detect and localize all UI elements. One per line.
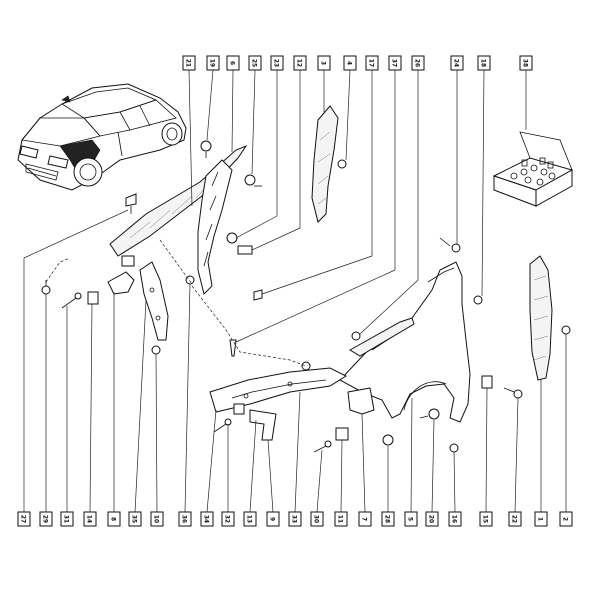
callout-33: 33 — [288, 511, 302, 527]
svg-text:24: 24 — [453, 59, 461, 67]
front-lower-bracket — [139, 261, 169, 341]
svg-text:1: 1 — [537, 517, 545, 521]
svg-text:13: 13 — [246, 515, 254, 523]
svg-text:4: 4 — [346, 61, 354, 65]
callout-5: 5 — [404, 511, 418, 527]
lower-support-rail — [209, 367, 348, 413]
callout-23: 23 — [270, 55, 284, 71]
callout-27: 27 — [17, 511, 31, 527]
svg-text:28: 28 — [384, 515, 392, 523]
callout-37: 37 — [388, 55, 402, 71]
callout-34: 34 — [200, 511, 214, 527]
wheel-arch-liner — [197, 159, 233, 295]
callout-4: 4 — [343, 55, 357, 71]
svg-text:25: 25 — [251, 59, 259, 67]
svg-text:11: 11 — [337, 515, 345, 523]
svg-text:36: 36 — [181, 515, 189, 523]
svg-text:29: 29 — [42, 515, 50, 523]
svg-text:35: 35 — [131, 515, 139, 523]
callout-13: 13 — [243, 511, 257, 527]
clip-14 — [121, 255, 135, 267]
callout-32: 32 — [221, 511, 235, 527]
svg-text:7: 7 — [361, 517, 369, 521]
hinge-bracket — [347, 387, 375, 415]
callout-38: 38 — [519, 55, 533, 71]
callout-31: 31 — [60, 511, 74, 527]
callout-26: 26 — [411, 55, 425, 71]
svg-text:2: 2 — [562, 517, 570, 521]
bottom-callout-labels: 27 29 31 14 8 35 10 36 — [17, 511, 573, 527]
callout-21: 21 — [182, 55, 196, 71]
callout-24: 24 — [450, 55, 464, 71]
upper-mount-bracket — [107, 271, 135, 295]
callout-28: 28 — [381, 511, 395, 527]
svg-text:38: 38 — [522, 59, 530, 67]
callout-30: 30 — [310, 511, 324, 527]
fasteners — [41, 140, 571, 453]
svg-text:26: 26 — [414, 59, 422, 67]
callout-16: 16 — [448, 511, 462, 527]
svg-text:31: 31 — [63, 515, 71, 523]
top-callout-labels: 21 19 6 25 23 12 3 4 — [182, 55, 533, 71]
svg-text:21: 21 — [185, 59, 193, 67]
callout-14: 14 — [83, 511, 97, 527]
svg-text:8: 8 — [110, 517, 118, 521]
svg-text:23: 23 — [273, 59, 281, 67]
callout-10: 10 — [150, 511, 164, 527]
callout-7: 7 — [358, 511, 372, 527]
callout-11: 11 — [334, 511, 348, 527]
svg-text:22: 22 — [511, 515, 519, 523]
car-overview-illustration — [17, 83, 187, 191]
callout-35: 35 — [128, 511, 142, 527]
svg-text:18: 18 — [480, 59, 488, 67]
svg-text:14: 14 — [86, 515, 94, 523]
angle-bracket — [249, 409, 277, 441]
svg-text:30: 30 — [313, 515, 321, 523]
pad-11 — [335, 427, 349, 441]
fender-seal-strip — [311, 105, 339, 223]
svg-text:3: 3 — [320, 61, 328, 65]
callout-2: 2 — [559, 511, 573, 527]
svg-text:15: 15 — [482, 515, 490, 523]
callout-15: 15 — [479, 511, 493, 527]
svg-text:20: 20 — [428, 515, 436, 523]
svg-text:5: 5 — [407, 517, 415, 521]
svg-text:19: 19 — [209, 59, 217, 67]
callout-1: 1 — [534, 511, 548, 527]
svg-text:6: 6 — [229, 61, 237, 65]
callout-6: 6 — [226, 55, 240, 71]
callout-22: 22 — [508, 511, 522, 527]
svg-text:12: 12 — [296, 59, 304, 67]
svg-text:17: 17 — [368, 59, 376, 67]
callout-8: 8 — [107, 511, 121, 527]
callout-20: 20 — [425, 511, 439, 527]
callout-3: 3 — [317, 55, 331, 71]
fastener-kit-box — [492, 131, 574, 207]
callout-36: 36 — [178, 511, 192, 527]
leader-lines — [23, 69, 567, 513]
callout-9: 9 — [266, 511, 280, 527]
callout-19: 19 — [206, 55, 220, 71]
svg-text:9: 9 — [269, 517, 277, 521]
callout-17: 17 — [365, 55, 379, 71]
svg-text:33: 33 — [291, 515, 299, 523]
svg-text:37: 37 — [391, 59, 399, 67]
svg-text:34: 34 — [203, 515, 211, 523]
callout-12: 12 — [293, 55, 307, 71]
svg-text:16: 16 — [451, 515, 459, 523]
callout-29: 29 — [39, 511, 53, 527]
callout-18: 18 — [477, 55, 491, 71]
svg-text:27: 27 — [20, 515, 28, 523]
spacer-32 — [233, 403, 245, 415]
clip-15 — [481, 375, 493, 389]
svg-text:32: 32 — [224, 515, 232, 523]
svg-text:10: 10 — [153, 515, 161, 523]
callout-25: 25 — [248, 55, 262, 71]
